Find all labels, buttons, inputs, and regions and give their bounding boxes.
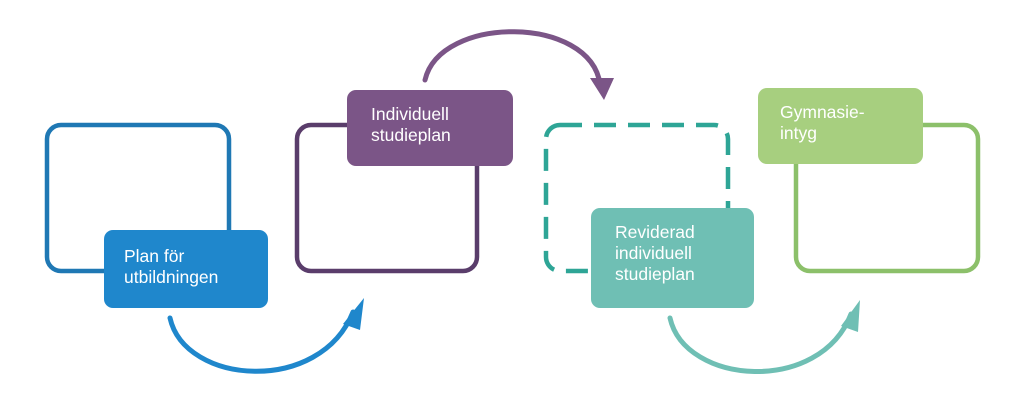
step-2-text: Individuell studieplan — [371, 104, 451, 145]
arrow-step3-to-step4 — [667, 300, 860, 374]
step-1-text: Plan för utbildningen — [124, 246, 219, 287]
step-3-label: Reviderad individuell studieplan — [591, 208, 754, 308]
step-3-text: Reviderad individuell studieplan — [615, 222, 695, 284]
arrow-step1-to-step2 — [167, 298, 364, 374]
arrow-step2-to-step3 — [422, 29, 614, 100]
step-4-label: Gymnasie- intyg — [758, 88, 923, 164]
step-1-label: Plan för utbildningen — [104, 230, 268, 308]
step-2-label: Individuell studieplan — [347, 90, 513, 166]
step-4-text: Gymnasie- intyg — [780, 102, 865, 143]
